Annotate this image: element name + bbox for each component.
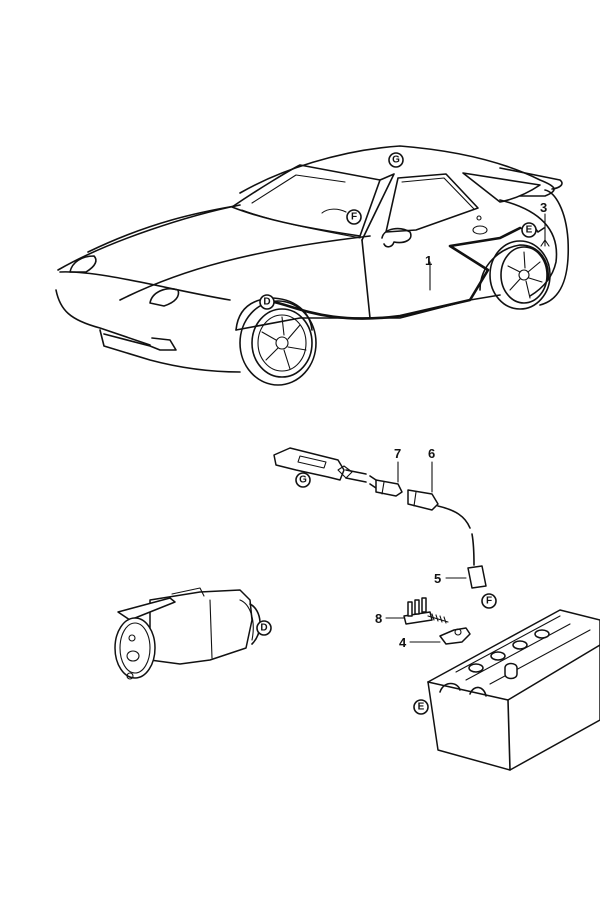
- marker-circle-battery: [413, 699, 429, 715]
- marker-f-dash: F: [351, 212, 357, 223]
- battery: [427, 609, 600, 771]
- marker-circle-roof: [388, 152, 404, 168]
- part-number-7: 7: [394, 446, 401, 461]
- part-number-6: 6: [428, 446, 435, 461]
- marker-d-starter: D: [260, 623, 267, 634]
- part-number-1: 1: [425, 253, 432, 268]
- marker-circle-starter: [256, 620, 272, 636]
- terminal-labels: 8 4: [375, 611, 407, 650]
- connector-assembly: [273, 447, 487, 589]
- terminal-parts: [385, 597, 471, 645]
- starter-labels: D: [256, 620, 272, 636]
- marker-f-plug: F: [486, 596, 492, 607]
- marker-circle-connector: [295, 472, 311, 488]
- marker-circle-plug: [481, 593, 497, 609]
- part-number-5: 5: [434, 571, 441, 586]
- car-labels: 1 3 G F E D: [259, 152, 547, 310]
- connector-labels: 7 6 5 G F: [295, 446, 497, 609]
- marker-g-connector: G: [299, 475, 307, 486]
- part-number-8: 8: [375, 611, 382, 626]
- marker-e-rear: E: [526, 225, 533, 236]
- marker-circle-rear: [521, 222, 537, 238]
- car-illustration: [55, 145, 570, 386]
- starter-motor: [114, 587, 261, 680]
- marker-g-roof: G: [392, 155, 400, 166]
- part-number-4: 4: [399, 635, 407, 650]
- marker-e-battery: E: [418, 702, 425, 713]
- marker-circle-dash: [346, 209, 362, 225]
- marker-circle-front: [259, 294, 275, 310]
- battery-labels: E: [413, 699, 429, 715]
- marker-d-front: D: [263, 297, 270, 308]
- part-number-3: 3: [540, 200, 547, 215]
